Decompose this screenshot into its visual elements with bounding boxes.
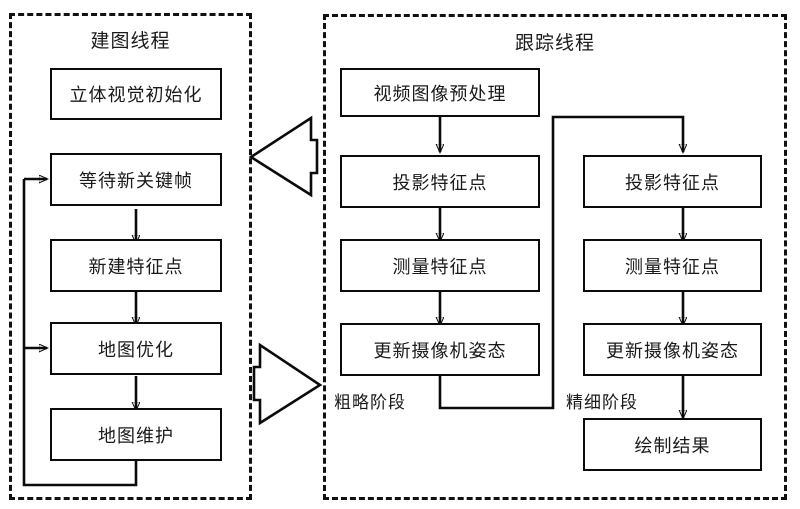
node-video-preprocess[interactable]: 视频图像预处理 [340, 68, 540, 117]
fine-stage-label: 精细阶段 [566, 393, 638, 412]
mapping-thread-panel [9, 13, 252, 500]
node-project-features-coarse[interactable]: 投影特征点 [340, 155, 540, 208]
node-measure-features-fine[interactable]: 测量特征点 [583, 239, 762, 292]
node-update-pose-fine[interactable]: 更新摄像机姿态 [583, 323, 762, 376]
tracking-thread-title: 跟踪线程 [514, 33, 595, 54]
node-wait-keyframe[interactable]: 等待新关键帧 [50, 153, 222, 206]
coarse-stage-label: 粗略阶段 [334, 393, 406, 412]
node-map-optimize[interactable]: 地图优化 [50, 322, 222, 375]
node-update-pose-coarse[interactable]: 更新摄像机姿态 [340, 323, 540, 376]
node-render-result[interactable]: 绘制结果 [583, 418, 762, 471]
tracking-thread-panel [323, 14, 787, 500]
node-project-features-fine[interactable]: 投影特征点 [583, 155, 762, 208]
block-arrow-right [252, 342, 323, 426]
mapping-thread-title: 建图线程 [90, 31, 171, 52]
node-new-features[interactable]: 新建特征点 [50, 239, 222, 292]
node-measure-features-coarse[interactable]: 测量特征点 [340, 239, 540, 292]
node-map-maintain[interactable]: 地图维护 [50, 408, 222, 461]
node-stereo-init[interactable]: 立体视觉初始化 [50, 68, 222, 120]
block-arrow-left [248, 115, 319, 198]
